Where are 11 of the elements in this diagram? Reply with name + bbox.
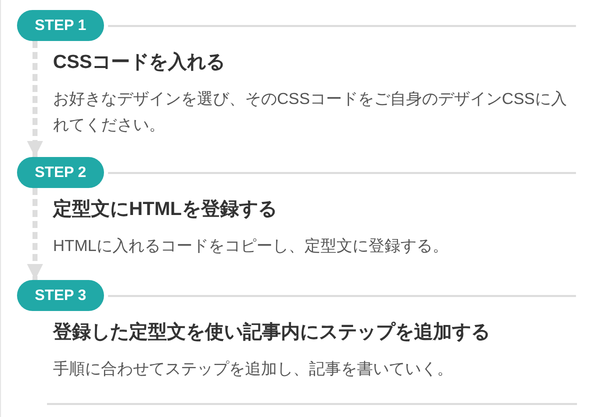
step-heading: 登録した定型文を使い記事内にステップを追加する xyxy=(53,320,490,345)
step-badge: STEP 1 xyxy=(17,10,104,41)
arrow xyxy=(27,188,43,280)
arrow xyxy=(27,41,43,157)
step-heading: CSSコードを入れる xyxy=(53,50,226,75)
step-description: 手順に合わせてステップを追加し、記事を書いていく。 xyxy=(53,360,454,380)
step-badge: STEP 3 xyxy=(17,280,104,311)
step-heading: 定型文にHTMLを登録する xyxy=(53,198,277,222)
step-badge: STEP 2 xyxy=(17,157,104,188)
step-description: HTMLに入れるコードをコピーし、定型文に登録する。 xyxy=(53,236,450,257)
step-description: お好きなデザインを選び、そのCSSコードをご自身のデザインCSSに入れてください。 xyxy=(53,90,568,136)
